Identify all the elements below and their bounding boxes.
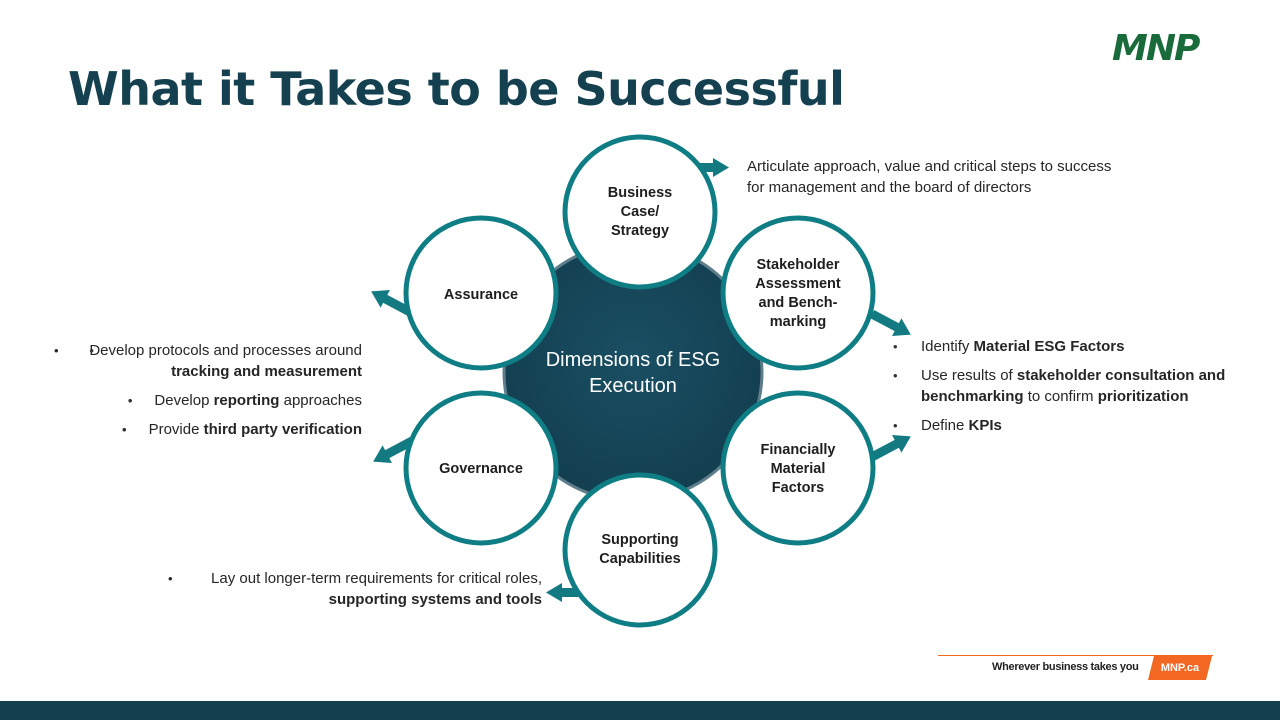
mnp-logo: MNP (1112, 28, 1200, 69)
node-circle-stakeholder (720, 215, 876, 371)
node-circle-governance (403, 390, 559, 546)
bottom-bar (0, 701, 1280, 720)
callout-assurance-governance: •Develop protocols and processes around … (50, 340, 362, 448)
arrow-business-case (697, 158, 729, 177)
slide-title: What it Takes to be Successful (68, 62, 845, 116)
node-circle-assurance (403, 215, 559, 371)
bullet-stakeholder-results: Use results of stakeholder consultation … (892, 365, 1237, 407)
bullet-protocols: •Develop protocols and processes around … (50, 340, 362, 382)
node-financial: Financially Material Factors (760, 441, 836, 496)
bullet-verification: •Provide third party verification (50, 419, 362, 440)
bullet-material-factors: Identify Material ESG Factors (892, 336, 1237, 357)
arrow-assurance (371, 290, 413, 316)
bullet-kpis: Define KPIs (892, 415, 1237, 436)
footer-divider (938, 655, 1213, 656)
mnp-website-badge[interactable]: MNP.ca (1148, 656, 1212, 680)
arrow-stakeholder (869, 310, 911, 336)
node-circle-business-case (562, 134, 718, 290)
arrow-governance (373, 437, 415, 463)
node-governance: Governance (439, 460, 523, 477)
callout-business-case: Articulate approach, value and critical … (747, 156, 1147, 198)
arrow-financial (869, 435, 911, 461)
callout-business-case-line2: for management and the board of director… (747, 179, 1032, 196)
center-label: Dimensions of ESG Execution (545, 349, 721, 397)
node-circle-financial (720, 390, 876, 546)
node-business-case: Business Case/ Strategy (607, 184, 673, 239)
node-supporting: Supporting Capabilities (599, 532, 681, 567)
node-assurance: Assurance (443, 286, 519, 303)
footer-tagline: Wherever business takes you (992, 661, 1139, 673)
callout-business-case-line1: Articulate approach, value and critical … (747, 158, 1112, 175)
callout-stakeholder-financial: Identify Material ESG Factors Use result… (892, 336, 1237, 444)
node-stakeholder: Stakeholder Assessment and Bench-marking (755, 257, 841, 330)
arrow-supporting (546, 583, 578, 602)
node-circle-supporting (562, 472, 718, 628)
bullet-reporting: •Develop reporting approaches (50, 390, 362, 411)
callout-supporting: • Lay out longer-term requirements for c… (168, 570, 542, 608)
